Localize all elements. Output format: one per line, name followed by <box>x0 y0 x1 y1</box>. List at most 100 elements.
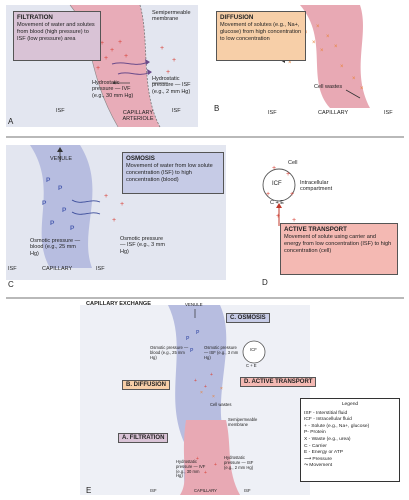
panel-a-letter: A <box>8 117 14 126</box>
svg-text:+: + <box>100 40 104 47</box>
svg-text:P: P <box>62 207 67 214</box>
svg-text:+: + <box>104 55 108 62</box>
svg-text:+: + <box>172 57 176 64</box>
svg-text:×: × <box>288 60 292 66</box>
cell-label: Cell <box>288 160 298 166</box>
filtration-callout: FILTRATION Movement of water and solutes… <box>13 11 101 61</box>
pressure-arrow-icon: ⟶ <box>304 456 313 462</box>
legend-item: P- Protein <box>304 430 326 436</box>
osmosis-tag: C. OSMOSIS <box>226 313 270 323</box>
svg-text:×: × <box>304 30 308 36</box>
svg-text:×: × <box>340 64 344 70</box>
svg-text:×: × <box>326 34 330 40</box>
svg-text:+: + <box>204 384 207 390</box>
isf-left-a: ISF <box>56 108 65 114</box>
icf-label-e: ICF <box>250 347 257 352</box>
svg-text:+: + <box>166 69 170 76</box>
svg-text:+: + <box>104 193 108 200</box>
panel-e-graphic: +++ +++ ××× PPP <box>80 305 310 495</box>
diffusion-title: DIFFUSION <box>220 14 254 21</box>
legend-item: X - Waste (e.g., urea) <box>304 437 351 443</box>
svg-text:+: + <box>266 191 270 198</box>
svg-text:+: + <box>210 372 213 378</box>
active-transport-tag: D. ACTIVE TRANSPORT <box>240 377 317 387</box>
svg-text:+: + <box>124 53 128 60</box>
svg-text:P: P <box>58 185 63 192</box>
osmotic-isf-label-e: Osmotic pressure — ISF (e.g., 3 mm Hg) <box>204 345 239 360</box>
semipermeable-membrane-label-e: Semipermeable membrane <box>228 417 258 427</box>
legend-box: Legend ISF - Interstitial fluid ICF - In… <box>300 398 400 482</box>
isf-right-c: ISF <box>96 266 105 272</box>
osmotic-blood-label-e: Osmotic pressure — blood (e.g., 25 mm Hg… <box>150 345 189 360</box>
osmosis-callout: OSMOSIS Movement of water from low solut… <box>122 152 224 194</box>
panel-e-letter: E <box>86 486 92 495</box>
svg-text:+: + <box>112 217 116 224</box>
svg-text:+: + <box>194 378 197 384</box>
svg-text:+: + <box>286 171 290 178</box>
panel-d-graphic: + + + + + + <box>262 165 296 226</box>
active-transport-callout: ACTIVE TRANSPORT Movement of solute usin… <box>280 223 398 275</box>
svg-text:+: + <box>272 165 276 172</box>
filtration-tag: A. FILTRATION <box>118 433 169 443</box>
svg-text:+: + <box>214 462 217 468</box>
svg-text:P: P <box>50 220 55 227</box>
legend-pressure: Pressure <box>312 456 332 462</box>
isf-right-a: ISF <box>172 108 181 114</box>
svg-text:+: + <box>204 470 207 476</box>
svg-text:×: × <box>200 390 203 396</box>
svg-text:P: P <box>190 348 194 354</box>
carrier-energy-label: C + E <box>270 200 284 206</box>
icf-label: ICF <box>272 181 282 187</box>
svg-text:+: + <box>292 217 296 224</box>
capillary-exchange-heading: CAPILLARY EXCHANGE <box>86 301 151 307</box>
cell-wastes-label: Cell wastes <box>314 84 343 90</box>
cell-wastes-label-e: Cell wastes <box>210 402 232 407</box>
svg-text:+: + <box>120 201 124 208</box>
svg-text:+: + <box>276 213 280 220</box>
panel-b-letter: B <box>214 104 220 113</box>
diffusion-callout: DIFFUSION Movement of solutes (e.g., Na+… <box>216 11 306 61</box>
diffusion-text: Movement of solutes (e.g., Na+, glucose)… <box>220 22 302 42</box>
intracellular-compartment-label: Intracellular compartment <box>300 180 333 193</box>
filtration-text: Movement of water and solutes from blood… <box>17 22 95 42</box>
svg-text:P: P <box>70 225 75 232</box>
svg-text:P: P <box>42 200 47 207</box>
svg-text:+: + <box>290 191 294 198</box>
legend-item: ⟶ Pressure <box>304 457 396 464</box>
legend-item: E - Energy or ATP <box>304 450 344 456</box>
svg-text:×: × <box>312 40 316 46</box>
capillary-b: CAPILLARY <box>318 110 349 116</box>
svg-text:×: × <box>220 386 223 392</box>
carrier-energy-label-e: C + E <box>246 363 257 368</box>
venule-label-c: VENULE <box>50 156 73 162</box>
hydrostatic-ivf-label: Hydrostatic pressure — IVF (e.g., 30 mm … <box>92 80 134 99</box>
active-transport-title: ACTIVE TRANSPORT <box>284 226 347 233</box>
hydrostatic-isf-label: Hydrostatic pressure — ISF (e.g., 2 mm H… <box>152 76 191 95</box>
venule-label-e: VENULE <box>185 302 203 307</box>
svg-text:×: × <box>360 86 364 92</box>
movement-arrow-icon: ⤳ <box>304 463 310 469</box>
legend-title: Legend <box>341 402 359 407</box>
osmosis-title: OSMOSIS <box>126 155 155 162</box>
semipermeable-membrane-label: Semipermeable membrane <box>152 10 191 23</box>
capillary-arteriole-label: CAPILLARY ARTERIOLE <box>122 110 154 123</box>
legend-item: ⤳ Movement <box>304 463 396 470</box>
isf-left-c: ISF <box>8 266 17 272</box>
osmosis-text: Movement of water from low solute concen… <box>126 163 213 183</box>
diffusion-tag: B. DIFFUSION <box>122 380 170 390</box>
svg-text:+: + <box>110 47 114 54</box>
svg-text:+: + <box>118 39 122 46</box>
svg-text:+: + <box>160 45 164 52</box>
osmotic-isf-label: Osmotic pressure — ISF (e.g., 3 mm Hg) <box>120 236 165 255</box>
svg-text:×: × <box>320 48 324 54</box>
panel-b-graphic: ××× ××× ××× ××× <box>212 5 404 127</box>
filtration-title: FILTRATION <box>17 14 53 21</box>
svg-text:×: × <box>352 76 356 82</box>
svg-text:×: × <box>212 394 215 400</box>
isf-left-e: ISF <box>150 488 157 493</box>
svg-text:P: P <box>196 330 200 336</box>
osmotic-blood-label: Osmotic pressure — blood (e.g., 25 mm Hg… <box>30 238 81 257</box>
isf-left-b: ISF <box>268 110 277 116</box>
svg-text:×: × <box>334 44 338 50</box>
legend-item: C - Carrier <box>304 443 327 449</box>
